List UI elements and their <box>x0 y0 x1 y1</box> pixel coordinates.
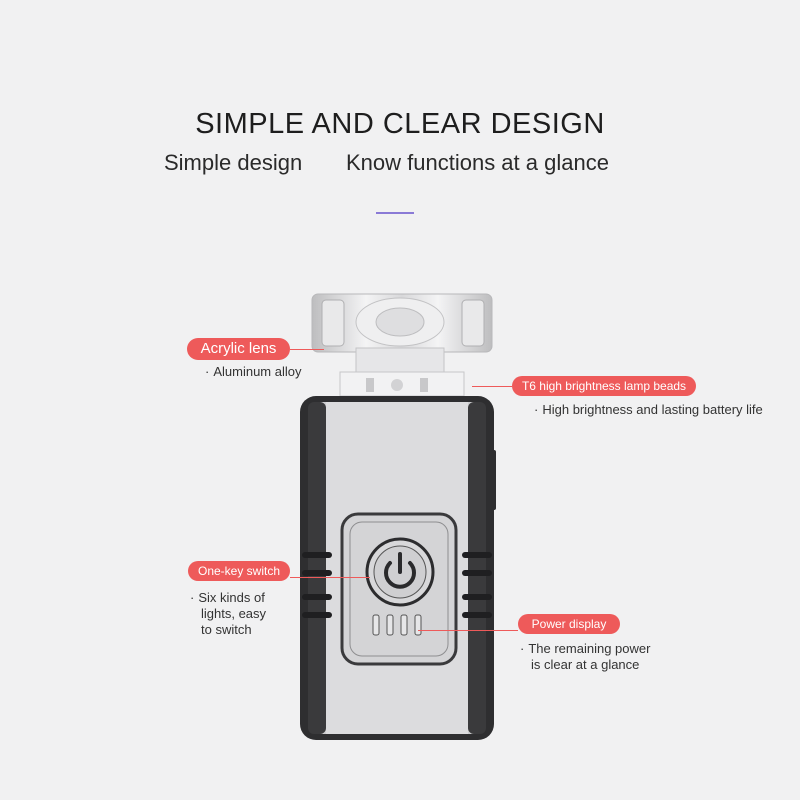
power-indicator <box>372 614 422 636</box>
note-one-key-switch: ·Six kinds of lights, easy to switch <box>190 590 267 637</box>
subtitle-simple-design: Simple design <box>164 150 303 175</box>
accent-divider <box>376 212 414 214</box>
note-acrylic-lens: ·Aluminum alloy <box>205 364 302 379</box>
subtitle-know-functions: Know functions at a glance <box>346 150 609 175</box>
leader-one-key-switch <box>290 577 370 578</box>
leader-power-display <box>418 630 518 631</box>
tag-one-key-switch: One-key switch <box>188 561 290 581</box>
led-bead-mount <box>339 371 465 397</box>
leader-lamp-beads <box>472 386 512 387</box>
note-power-display: ·The remaining power is clear at a glanc… <box>520 641 651 672</box>
power-icon <box>384 552 416 589</box>
tag-power-display: Power display <box>518 614 620 634</box>
leader-acrylic-lens <box>290 349 324 350</box>
acrylic-lens <box>311 293 493 373</box>
page-title: SIMPLE AND CLEAR DESIGN <box>195 108 605 140</box>
tag-lamp-beads: T6 high brightness lamp beads <box>512 376 696 396</box>
power-button[interactable] <box>364 536 436 608</box>
note-lamp-beads: ·High brightness and lasting battery lif… <box>534 402 763 417</box>
tag-acrylic-lens: Acrylic lens <box>187 338 290 360</box>
